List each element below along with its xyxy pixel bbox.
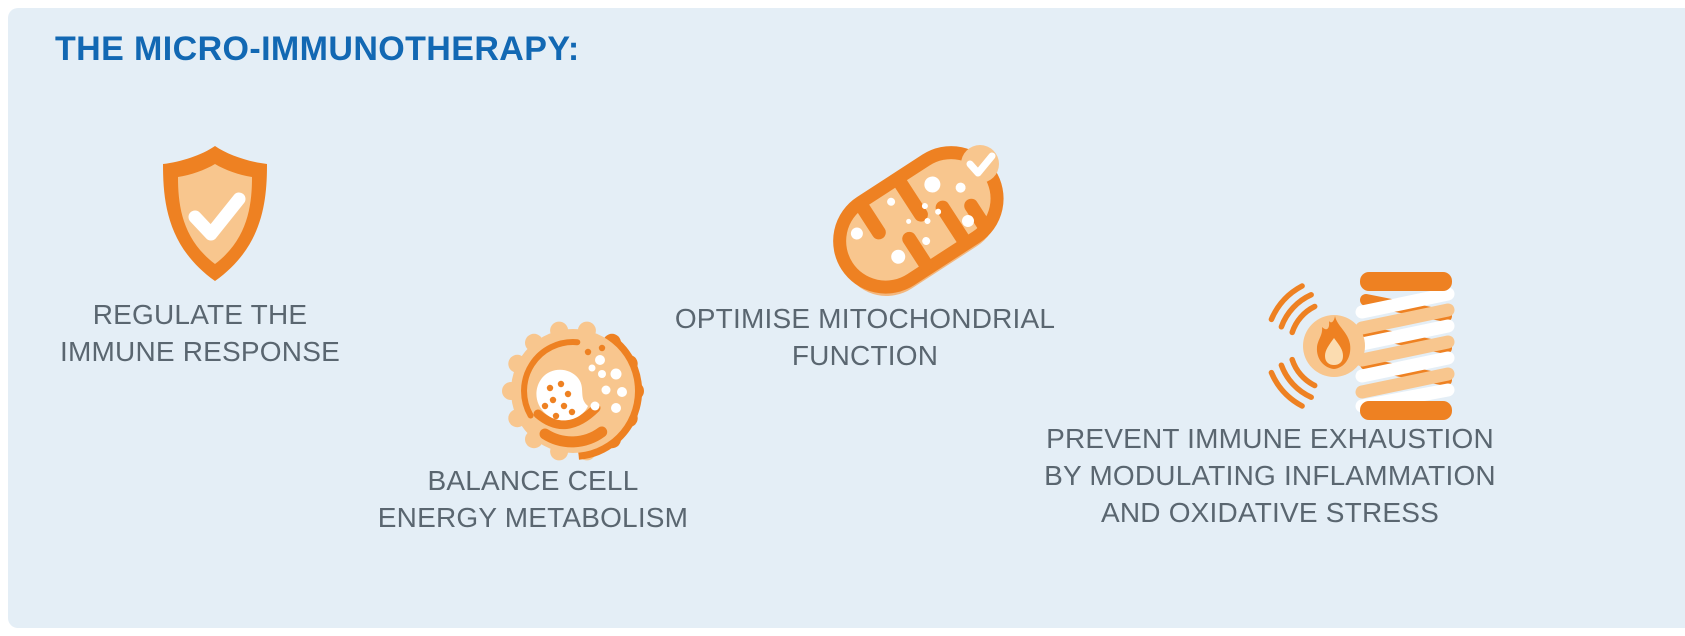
shield-check-icon — [155, 143, 275, 290]
benefit-label-balance-cell-energy: BALANCE CELL ENERGY METABOLISM — [377, 465, 689, 534]
spring-flame-icon — [1248, 264, 1488, 439]
page-title: THE MICRO-IMMUNOTHERAPY: — [55, 30, 580, 68]
mitochondria-icon — [820, 122, 1030, 307]
benefit-label-prevent-immune-exhaustion: PREVENT IMMUNE EXHAUSTION BY MODULATING … — [1044, 423, 1496, 529]
benefit-label-optimise-mitochondrial: OPTIMISE MITOCHONDRIAL FUNCTION — [674, 303, 1056, 372]
immune-cell-icon — [498, 316, 648, 471]
benefit-label-regulate-immune-response: REGULATE THE IMMUNE RESPONSE — [60, 299, 340, 368]
